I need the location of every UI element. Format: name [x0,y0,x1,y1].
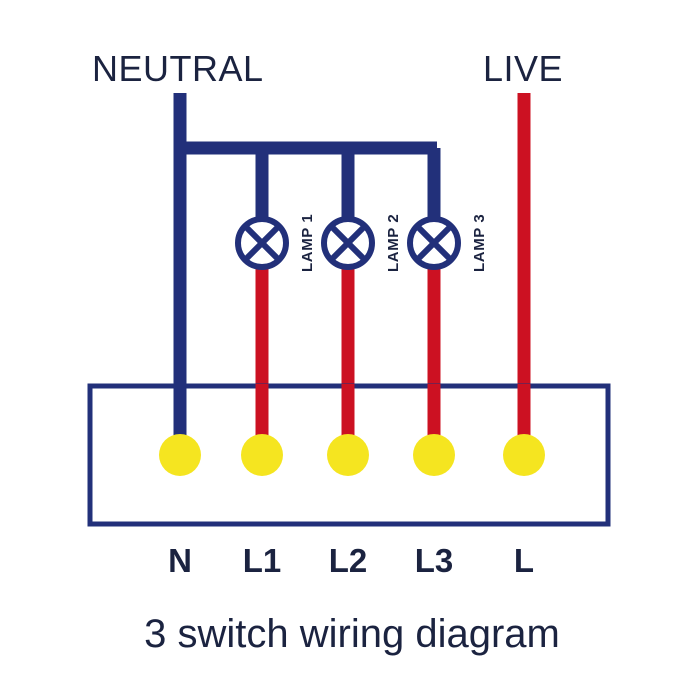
lamp-symbol-3 [407,216,461,270]
lamp-symbol-1 [235,216,289,270]
neutral-supply-label: NEUTRAL [92,48,264,89]
terminal-dot-l3[interactable] [413,434,455,476]
lamp-symbol-2 [321,216,375,270]
wire-segments-inside-box [173,384,531,440]
terminal-dot-n[interactable] [159,434,201,476]
diagram-caption: 3 switch wiring diagram [144,612,560,656]
terminal-label-l3: L3 [415,542,454,579]
lamp-cross-3-b [414,223,454,263]
terminals-group [159,434,545,476]
lamp-cross-2-b [328,223,368,263]
terminal-dot-l[interactable] [503,434,545,476]
terminal-label-n: N [168,542,192,579]
live-supply-label: LIVE [483,48,563,89]
terminal-label-l1: L1 [243,542,282,579]
lamp-cross-1-b [242,223,282,263]
terminal-dot-l1[interactable] [241,434,283,476]
lamp-label-1: LAMP 1 [299,214,316,272]
lamp-label-2: LAMP 2 [385,214,402,272]
terminal-dot-l2[interactable] [327,434,369,476]
lamp-label-3: LAMP 3 [471,214,488,272]
lamps-group [235,216,461,270]
terminal-label-l: L [514,542,534,579]
terminal-label-l2: L2 [329,542,368,579]
